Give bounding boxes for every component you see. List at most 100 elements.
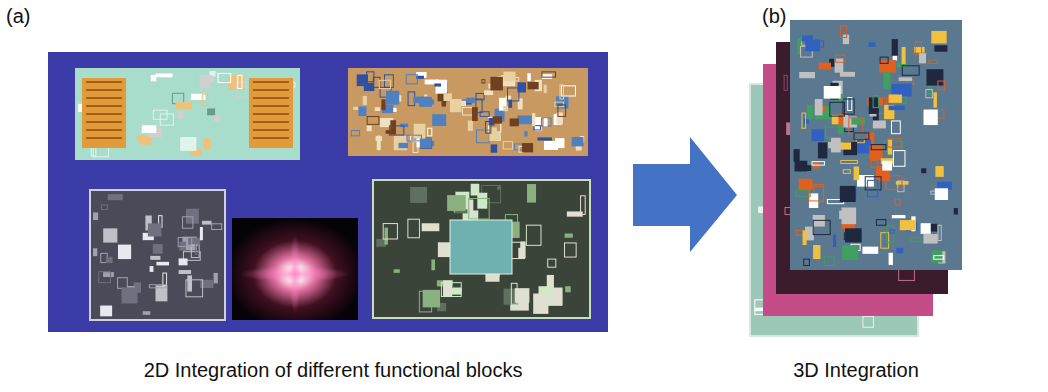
chip-detail — [253, 89, 289, 91]
chip-detail — [406, 75, 417, 84]
chip-detail — [238, 75, 242, 88]
chip-detail — [358, 106, 366, 116]
chip-die — [75, 68, 300, 160]
chip-detail — [921, 223, 931, 234]
chip-detail — [468, 121, 473, 131]
blue-panel — [48, 52, 608, 332]
chip-detail — [880, 57, 888, 63]
chip-detail — [845, 228, 862, 242]
chip-detail — [253, 97, 289, 99]
chip-detail — [532, 113, 535, 126]
chip-detail — [436, 80, 448, 94]
chip-detail — [801, 35, 812, 41]
chip-detail — [476, 93, 484, 99]
chip-detail — [938, 225, 941, 240]
chip-detail — [934, 256, 944, 260]
chip-detail — [567, 211, 583, 216]
chip-detail — [151, 75, 157, 81]
chip-detail — [849, 118, 863, 134]
chip-detail — [491, 144, 498, 152]
chip-detail — [899, 77, 912, 81]
chip-detail — [150, 256, 160, 260]
chip-detail — [137, 135, 148, 140]
chip-detail — [882, 161, 892, 171]
chip-detail — [793, 149, 799, 162]
chip-die — [90, 190, 225, 320]
chip-detail — [407, 135, 421, 141]
chip-detail — [367, 117, 379, 125]
chip-detail — [923, 234, 937, 244]
chip-detail — [253, 129, 289, 131]
chip-detail — [825, 127, 839, 138]
chip-detail — [390, 120, 396, 134]
chip-detail — [443, 93, 451, 101]
chip-detail — [106, 257, 113, 263]
chip-detail — [447, 195, 466, 211]
chip-detail — [187, 275, 192, 291]
chip-detail — [929, 60, 938, 63]
chip-detail — [218, 73, 231, 82]
chip-detail — [784, 75, 787, 90]
panel-label: (b) — [762, 4, 786, 28]
chip-detail — [886, 176, 902, 189]
chip-detail — [527, 184, 536, 203]
chip-detail — [489, 133, 501, 141]
chip-detail — [871, 145, 886, 150]
chip-detail — [796, 191, 811, 197]
chip-detail — [142, 125, 157, 133]
chip-detail — [204, 138, 211, 149]
chip-detail — [471, 184, 480, 196]
chip-detail — [934, 45, 947, 51]
chip-detail — [351, 131, 359, 136]
chip-detail — [881, 233, 889, 249]
chip-detail — [558, 105, 566, 117]
chip-detail — [802, 113, 806, 128]
chip-detail — [876, 220, 885, 226]
chip-detail — [253, 81, 289, 83]
chip-detail — [843, 170, 850, 174]
chip-detail — [879, 60, 896, 72]
chip-detail — [86, 129, 122, 131]
chip-detail — [896, 248, 903, 253]
chip-detail — [289, 234, 301, 314]
chip-detail — [565, 234, 573, 238]
chip-detail — [348, 68, 588, 156]
chip-detail — [510, 118, 519, 126]
chip-detail — [180, 137, 196, 151]
chip-detail — [889, 253, 893, 265]
chip-detail — [527, 73, 530, 81]
chip-detail — [394, 269, 400, 273]
chip-detail — [394, 136, 408, 150]
chip-detail — [517, 82, 525, 92]
chip-detail — [466, 98, 475, 104]
chip-detail — [867, 180, 877, 196]
chip-detail — [432, 114, 446, 126]
panel-label: (a) — [6, 4, 30, 28]
chip-detail — [186, 280, 203, 297]
chip-detail — [924, 110, 938, 126]
chip-detail — [935, 188, 948, 200]
chip-detail — [548, 259, 556, 267]
chip-detail — [537, 137, 551, 140]
chip-detail — [873, 120, 886, 128]
chip-detail — [804, 165, 811, 171]
chip-detail — [118, 245, 131, 259]
chip-detail — [825, 257, 834, 266]
chip-die — [790, 20, 962, 270]
chip-detail — [804, 259, 810, 265]
chip-detail — [143, 311, 151, 315]
chip-detail — [931, 31, 946, 44]
chip-detail — [902, 66, 919, 75]
chip-detail — [386, 91, 399, 105]
chip-detail — [869, 42, 876, 46]
chip-detail — [534, 126, 541, 130]
chip-detail — [122, 287, 138, 303]
chip-detail — [841, 160, 858, 163]
chip-detail — [441, 283, 461, 297]
chip-detail — [199, 75, 211, 89]
chip-detail — [183, 217, 193, 228]
chip-detail — [399, 143, 408, 148]
chip-detail — [428, 128, 432, 136]
chip-detail — [840, 186, 856, 202]
